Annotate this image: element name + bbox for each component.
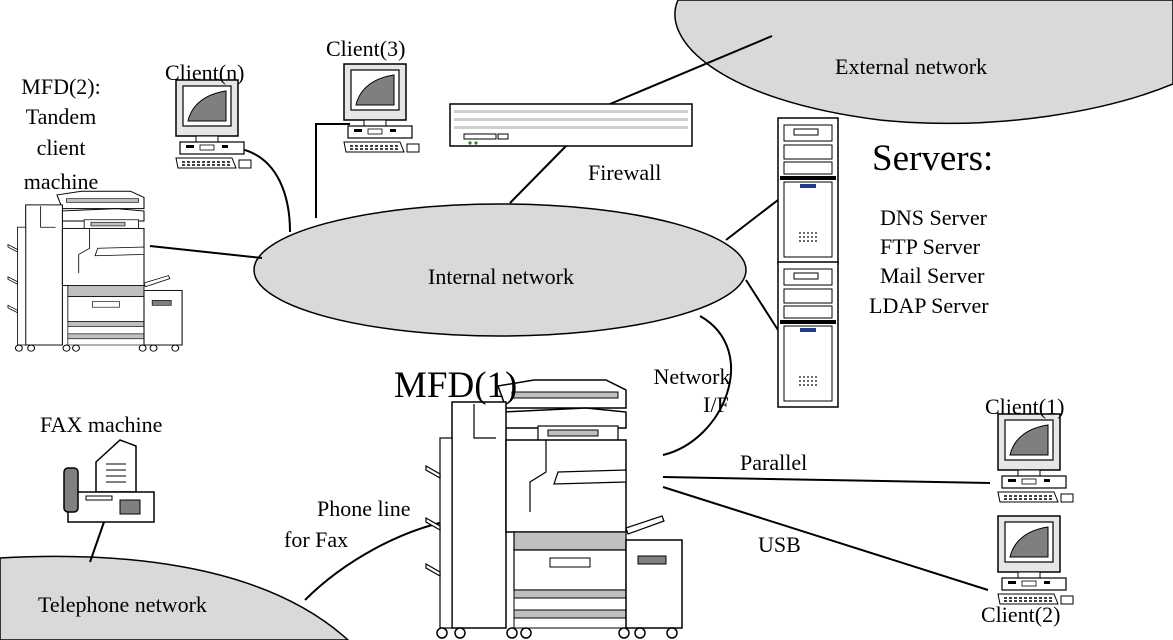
network-if-label-line: Network — [654, 364, 731, 389]
telephone-network-label: Telephone network — [38, 592, 207, 617]
mfd1-label: MFD(1) — [394, 365, 517, 406]
network-if-label-line: I/F — [703, 392, 729, 417]
parallel-label: Parallel — [740, 450, 807, 475]
fax-machine-label: FAX machine — [40, 412, 162, 437]
client-3-label: Client(3) — [326, 36, 405, 61]
internal-network-label: Internal network — [428, 264, 574, 289]
network-if-label: Network I/F — [654, 364, 731, 417]
server-list-item: DNS Server — [880, 205, 988, 230]
mfd2-label-line: machine — [24, 169, 99, 194]
client-1-computer — [997, 413, 1074, 503]
mfd2-label-line: client — [37, 135, 86, 160]
phone-line-label: Phone line for Fax — [284, 496, 411, 552]
external-network-cloud — [674, 0, 1173, 125]
client-2-computer — [997, 515, 1074, 605]
mfd2-copier — [7, 190, 183, 352]
firewall-device — [449, 103, 693, 147]
server-tower-lower — [777, 261, 839, 408]
usb-label: USB — [758, 532, 801, 557]
internal-network-cloud — [253, 203, 747, 337]
mfd2-label-line: MFD(2): — [21, 74, 100, 99]
servers-heading: Servers: — [872, 138, 993, 179]
connection-lines — [89, 35, 991, 601]
mfd1-copier — [425, 379, 683, 639]
client-n-computer — [175, 79, 252, 169]
server-list-item: Mail Server — [880, 263, 985, 288]
external-network-label: External network — [835, 54, 987, 79]
server-list: DNS Server FTP Server Mail Server LDAP S… — [869, 205, 989, 318]
mfd2-label-line: Tandem — [26, 104, 97, 129]
mfd2-label: MFD(2): Tandem client machine — [21, 74, 100, 194]
telephone-network-cloud — [0, 555, 350, 640]
server-list-item: FTP Server — [880, 234, 981, 259]
firewall-label: Firewall — [588, 160, 661, 185]
client-3-computer — [343, 63, 420, 153]
fax-machine-device — [63, 439, 155, 523]
phone-line-label-line: Phone line — [317, 496, 411, 521]
client-2-label: Client(2) — [981, 602, 1060, 627]
phone-line-label-line: for Fax — [284, 527, 348, 552]
server-list-item: LDAP Server — [869, 293, 989, 318]
server-tower-upper — [777, 117, 839, 264]
client-n-label: Client(n) — [165, 60, 244, 85]
client-1-label: Client(1) — [985, 394, 1064, 419]
